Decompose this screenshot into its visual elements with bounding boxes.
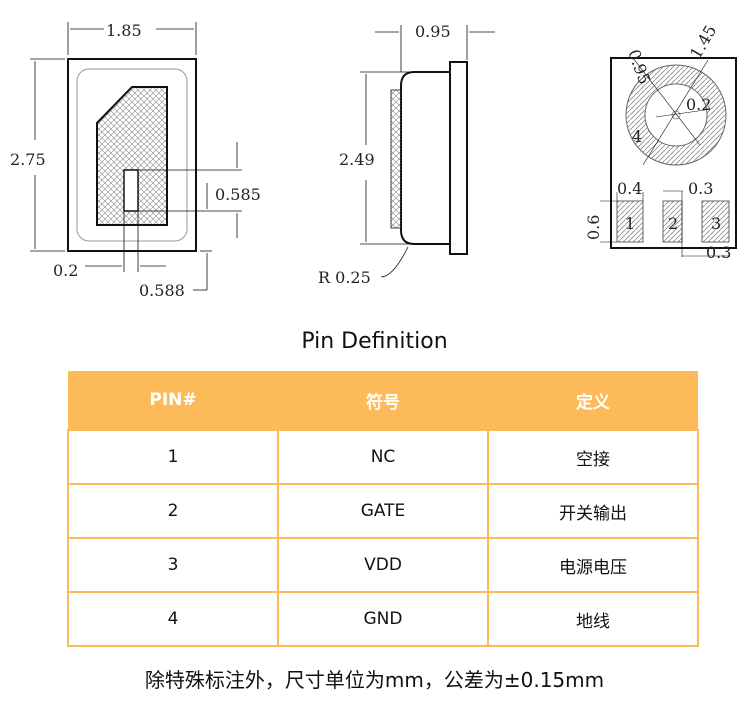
dim-thickness: 0.95 bbox=[415, 22, 451, 41]
pad-label-3: 3 bbox=[711, 214, 721, 233]
dim-pad-spacing: 0.3 bbox=[706, 243, 731, 262]
bottom-view bbox=[600, 57, 737, 257]
package-drawing: 1.85 2.75 0.585 0.2 0.588 0.95 2.49 R 0.… bbox=[10, 21, 737, 300]
cell-definition: 地线 bbox=[487, 591, 699, 647]
header-definition: 定义 bbox=[488, 371, 698, 430]
cell-definition: 电源电压 bbox=[487, 537, 699, 593]
dim-offset: 0.2 bbox=[53, 261, 78, 280]
dim-inner-dia: 0.95 bbox=[624, 47, 654, 87]
pad-label-1: 1 bbox=[625, 214, 635, 233]
dim-pad-height: 0.6 bbox=[584, 215, 603, 240]
cell-pin: 2 bbox=[67, 483, 279, 539]
cell-pin: 3 bbox=[67, 537, 279, 593]
table-row: 1 NC 空接 bbox=[67, 429, 699, 485]
side-view bbox=[360, 25, 495, 278]
dim-width: 1.85 bbox=[106, 21, 142, 40]
table-row: 2 GATE 开关输出 bbox=[67, 483, 699, 539]
cell-symbol: VDD bbox=[277, 537, 489, 593]
cell-symbol: GND bbox=[277, 591, 489, 647]
footnote: 除特殊标注外，尺寸单位为mm，公差为±0.15mm bbox=[144, 668, 605, 692]
dim-pad-gap: 0.3 bbox=[688, 179, 713, 198]
table-header: PIN# 符号 定义 bbox=[68, 371, 698, 430]
cell-symbol: GATE bbox=[277, 483, 489, 539]
pin-definition-table: PIN# 符号 定义 1 NC 空接 2 GATE 开关输出 3 VDD 电源电… bbox=[67, 371, 699, 647]
top-view bbox=[30, 22, 242, 291]
cell-pin: 4 bbox=[67, 591, 279, 647]
dim-radius: R 0.25 bbox=[318, 268, 371, 287]
dim-window-offset: 0.588 bbox=[139, 281, 185, 300]
cell-pin: 1 bbox=[67, 429, 279, 485]
dim-side-height: 2.49 bbox=[339, 150, 375, 169]
dim-pad-width: 0.4 bbox=[617, 179, 642, 198]
table-row: 4 GND 地线 bbox=[67, 591, 699, 647]
dim-outer-dia: 1.45 bbox=[686, 22, 720, 62]
dim-hole: 0.2 bbox=[686, 95, 711, 114]
header-symbol: 符号 bbox=[278, 371, 488, 430]
dim-window-height: 0.585 bbox=[215, 185, 261, 204]
dim-height: 2.75 bbox=[10, 150, 46, 169]
table-row: 3 VDD 电源电压 bbox=[67, 537, 699, 593]
header-pin: PIN# bbox=[68, 371, 278, 430]
cell-symbol: NC bbox=[277, 429, 489, 485]
pad-label-2: 2 bbox=[668, 214, 678, 233]
cell-definition: 开关输出 bbox=[487, 483, 699, 539]
pad-label-4: 4 bbox=[632, 127, 642, 146]
cell-definition: 空接 bbox=[487, 429, 699, 485]
section-title: Pin Definition bbox=[301, 329, 448, 354]
